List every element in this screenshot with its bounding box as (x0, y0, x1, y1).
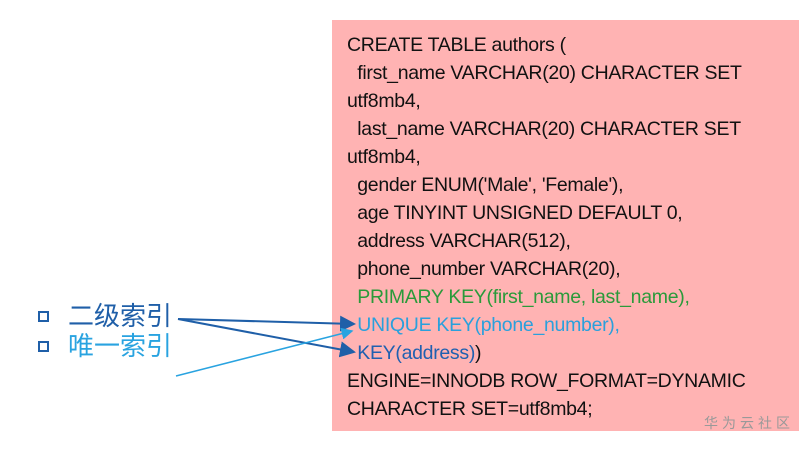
arrow-to-key (177, 318, 356, 358)
code-line: CHARACTER SET=utf8mb4; (347, 398, 593, 420)
arrow-to-unique-key (177, 315, 356, 332)
code-line: address VARCHAR(512), (347, 230, 571, 252)
code-line: gender ENUM('Male', 'Female'), (347, 174, 624, 196)
primary-key-line: PRIMARY KEY(first_name, last_name), (347, 286, 690, 308)
code-line: last_name VARCHAR(20) CHARACTER SET (347, 118, 741, 140)
code-line: CREATE TABLE authors ( (347, 34, 566, 56)
key-line: KEY(address) (357, 342, 476, 364)
secondary-index-label: 二级索引 (68, 302, 173, 332)
arrow-unique-pointer (175, 327, 354, 377)
close-paren: ) (475, 342, 482, 364)
code-line: utf8mb4, (347, 90, 421, 112)
sql-code: CREATE TABLE authors ( first_name VARCHA… (347, 31, 746, 423)
code-line: phone_number VARCHAR(20), (347, 258, 621, 280)
code-line: ENGINE=INNODB ROW_FORMAT=DYNAMIC (347, 370, 746, 392)
unique-key-line: UNIQUE KEY(phone_number), (357, 314, 620, 336)
watermark: 华为云社区 (704, 416, 794, 432)
code-line: age TINYINT UNSIGNED DEFAULT 0, (347, 202, 683, 224)
unique-index-label: 唯一索引 (68, 332, 173, 362)
bullet-square-icon (38, 311, 49, 322)
code-box (332, 20, 799, 431)
bullet-square-icon (38, 341, 49, 352)
code-line: utf8mb4, (347, 146, 421, 168)
code-line: first_name VARCHAR(20) CHARACTER SET (347, 62, 742, 84)
